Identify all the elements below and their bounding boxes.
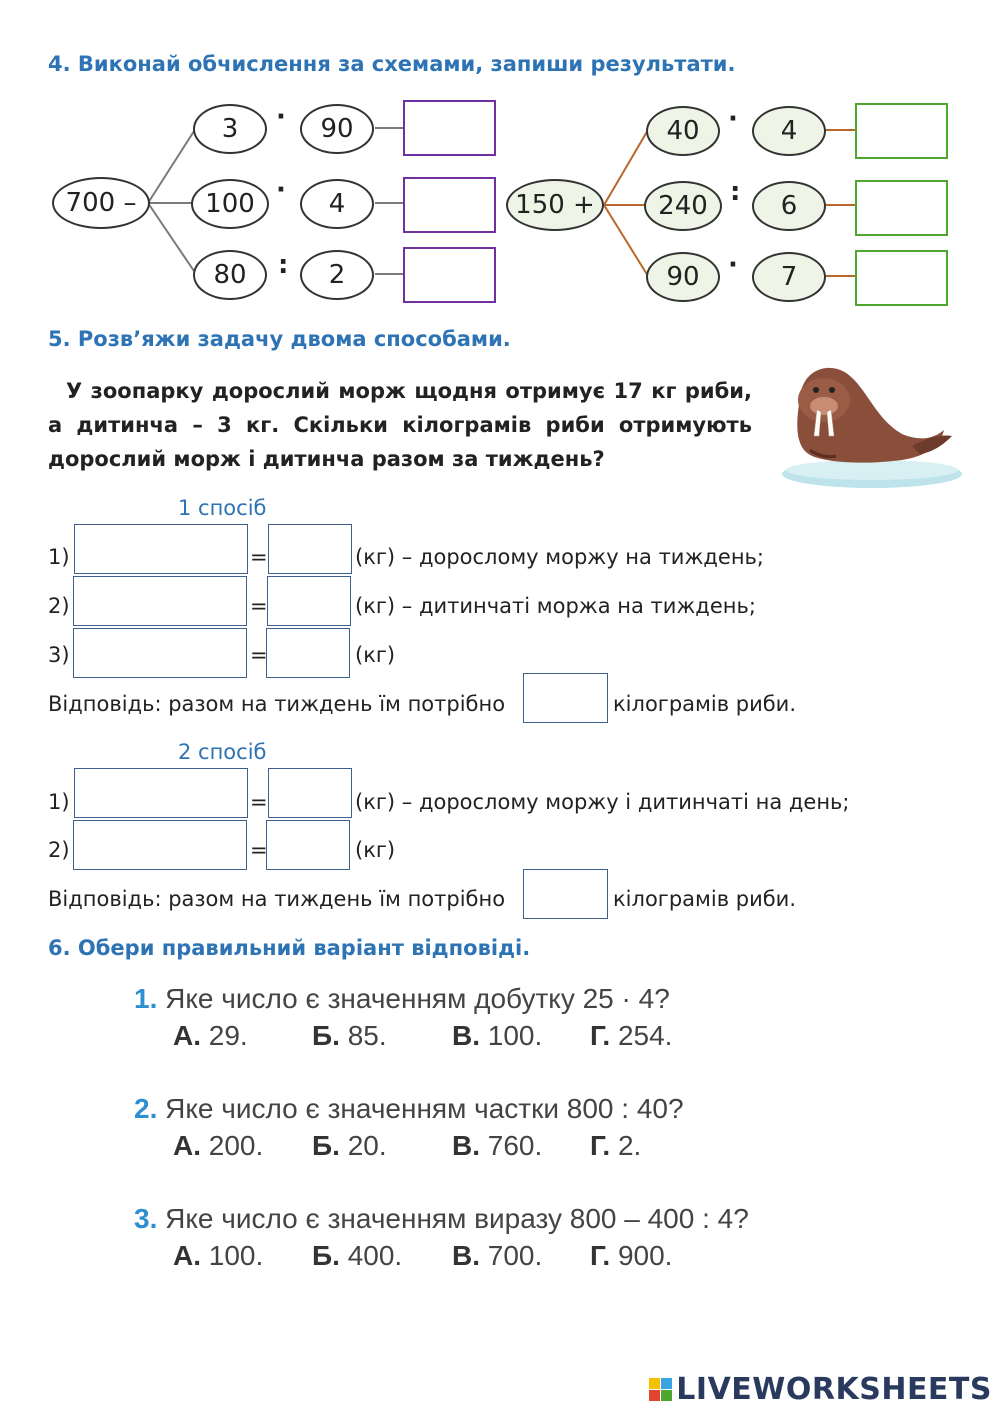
q2-option-d[interactable]: Г. 2.: [590, 1130, 642, 1161]
m2-answer-suffix: кілограмів риби.: [613, 887, 797, 911]
q3-option-c[interactable]: В. 700.: [452, 1240, 543, 1271]
m2-step2-expression-box[interactable]: [73, 820, 247, 870]
problem-text: У зоопарку дорослий морж щодня отримує 1…: [48, 379, 752, 471]
scheme-right-row1-a: 40: [646, 106, 720, 156]
method-1-label: 1 спосіб: [178, 496, 267, 520]
question-1-text: Яке число є значенням добутку 25 · 4?: [165, 983, 670, 1014]
q2-option-c[interactable]: В. 760.: [452, 1130, 543, 1161]
m2-answer-prefix: Відповідь: разом на тиждень їм потрібно: [48, 887, 506, 911]
question-2-number: 2.: [134, 1093, 158, 1124]
m2-step1-description: (кг) – дорослому моржу і дитинчаті на де…: [355, 790, 850, 814]
m1-step2-result-box[interactable]: [267, 576, 351, 626]
scheme-left-row3-answer-box[interactable]: [403, 247, 496, 303]
section-4-title: 4. Виконай обчислення за схемами, запиши…: [48, 52, 736, 76]
scheme-left-row3-op: :: [278, 250, 289, 280]
question-3-text: Яке число є значенням виразу 800 – 400 :…: [165, 1203, 749, 1234]
m1-step1-result-box[interactable]: [268, 524, 352, 574]
m1-step2-description: (кг) – дитинчаті моржа на тиждень;: [355, 594, 756, 618]
question-3-number: 3.: [134, 1203, 158, 1234]
m1-step2-equals: =: [250, 594, 268, 618]
q2-option-a[interactable]: А. 200.: [173, 1130, 264, 1161]
m1-step3-number: 3): [48, 643, 70, 667]
m1-step2-number: 2): [48, 594, 70, 618]
scheme-right-row3-op: ·: [728, 250, 738, 280]
m1-answer-suffix: кілограмів риби.: [613, 692, 797, 716]
scheme-left-root: 700 –: [52, 177, 150, 229]
liveworksheets-logo-icon: [649, 1378, 673, 1401]
q1-option-a[interactable]: А. 29.: [173, 1020, 248, 1051]
question-3: 3. Яке число є значенням виразу 800 – 40…: [134, 1203, 749, 1235]
scheme-left-row2-answer-box[interactable]: [403, 177, 496, 233]
scheme-right-row2-a: 240: [644, 181, 722, 231]
section-5-title: 5. Розв’яжи задачу двома способами.: [48, 327, 511, 351]
q1-option-b[interactable]: Б. 85.: [312, 1020, 387, 1051]
scheme-left-row2-b: 4: [300, 179, 374, 229]
scheme-left-row3-a: 80: [193, 250, 267, 300]
question-2: 2. Яке число є значенням частки 800 : 40…: [134, 1093, 684, 1125]
q1-option-c[interactable]: В. 100.: [452, 1020, 543, 1051]
scheme-left-row1-a: 3: [193, 104, 267, 154]
section-6-title: 6. Обери правильний варіант відповіді.: [48, 936, 531, 960]
m2-step1-expression-box[interactable]: [74, 768, 248, 818]
m1-step1-description: (кг) – дорослому моржу на тиждень;: [355, 545, 764, 569]
scheme-left-row1-b: 90: [300, 104, 374, 154]
scheme-left-row1-answer-box[interactable]: [403, 100, 496, 156]
m1-step3-description: (кг): [355, 643, 396, 667]
q1-option-d[interactable]: Г. 254.: [590, 1020, 673, 1051]
m1-answer-prefix: Відповідь: разом на тиждень їм потрібно: [48, 692, 506, 716]
scheme-right-row2-op: :: [730, 177, 741, 207]
m1-step2-expression-box[interactable]: [73, 576, 247, 626]
scheme-right-row2-b: 6: [752, 181, 826, 231]
m2-step2-description: (кг): [355, 838, 396, 862]
question-2-text: Яке число є значенням частки 800 : 40?: [165, 1093, 684, 1124]
m2-step1-result-box[interactable]: [268, 768, 352, 818]
q2-option-b[interactable]: Б. 20.: [312, 1130, 387, 1161]
scheme-left-row2-a: 100: [191, 179, 269, 229]
q3-option-d[interactable]: Г. 900.: [590, 1240, 673, 1271]
scheme-left-row3-b: 2: [300, 250, 374, 300]
scheme-left-row1-op: ·: [276, 102, 286, 132]
m2-step1-equals: =: [250, 790, 268, 814]
liveworksheets-logo[interactable]: LIVEWORKSHEETS: [649, 1372, 992, 1407]
logo-text: LIVEWORKSHEETS: [676, 1372, 992, 1407]
walrus-illustration: [782, 367, 962, 488]
method-2-label: 2 спосіб: [178, 740, 267, 764]
scheme-right-row1-op: ·: [728, 104, 738, 134]
question-1-number: 1.: [134, 983, 158, 1014]
m1-step3-expression-box[interactable]: [73, 628, 247, 678]
scheme-right-root: 150 +: [506, 179, 604, 231]
m2-step1-number: 1): [48, 790, 70, 814]
m1-step1-equals: =: [250, 545, 268, 569]
scheme-right-row3-a: 90: [646, 252, 720, 302]
m2-step2-result-box[interactable]: [266, 820, 350, 870]
scheme-right-row3-b: 7: [752, 252, 826, 302]
scheme-right-row2-answer-box[interactable]: [855, 180, 948, 236]
m1-step1-number: 1): [48, 545, 70, 569]
m2-step2-equals: =: [250, 838, 268, 862]
scheme-right-row1-b: 4: [752, 106, 826, 156]
scheme-left-row2-op: ·: [276, 175, 286, 205]
scheme-right-row1-answer-box[interactable]: [855, 103, 948, 159]
m1-step1-expression-box[interactable]: [74, 524, 248, 574]
m2-step2-number: 2): [48, 838, 70, 862]
m1-step3-result-box[interactable]: [266, 628, 350, 678]
question-1: 1. Яке число є значенням добутку 25 · 4?: [134, 983, 670, 1015]
q3-option-b[interactable]: Б. 400.: [312, 1240, 403, 1271]
m2-answer-box[interactable]: [523, 869, 608, 919]
m1-answer-box[interactable]: [523, 673, 608, 723]
m1-step3-equals: =: [250, 643, 268, 667]
scheme-right-row3-answer-box[interactable]: [855, 250, 948, 306]
scheme-connector-lines: [147, 127, 855, 277]
q3-option-a[interactable]: А. 100.: [173, 1240, 264, 1271]
